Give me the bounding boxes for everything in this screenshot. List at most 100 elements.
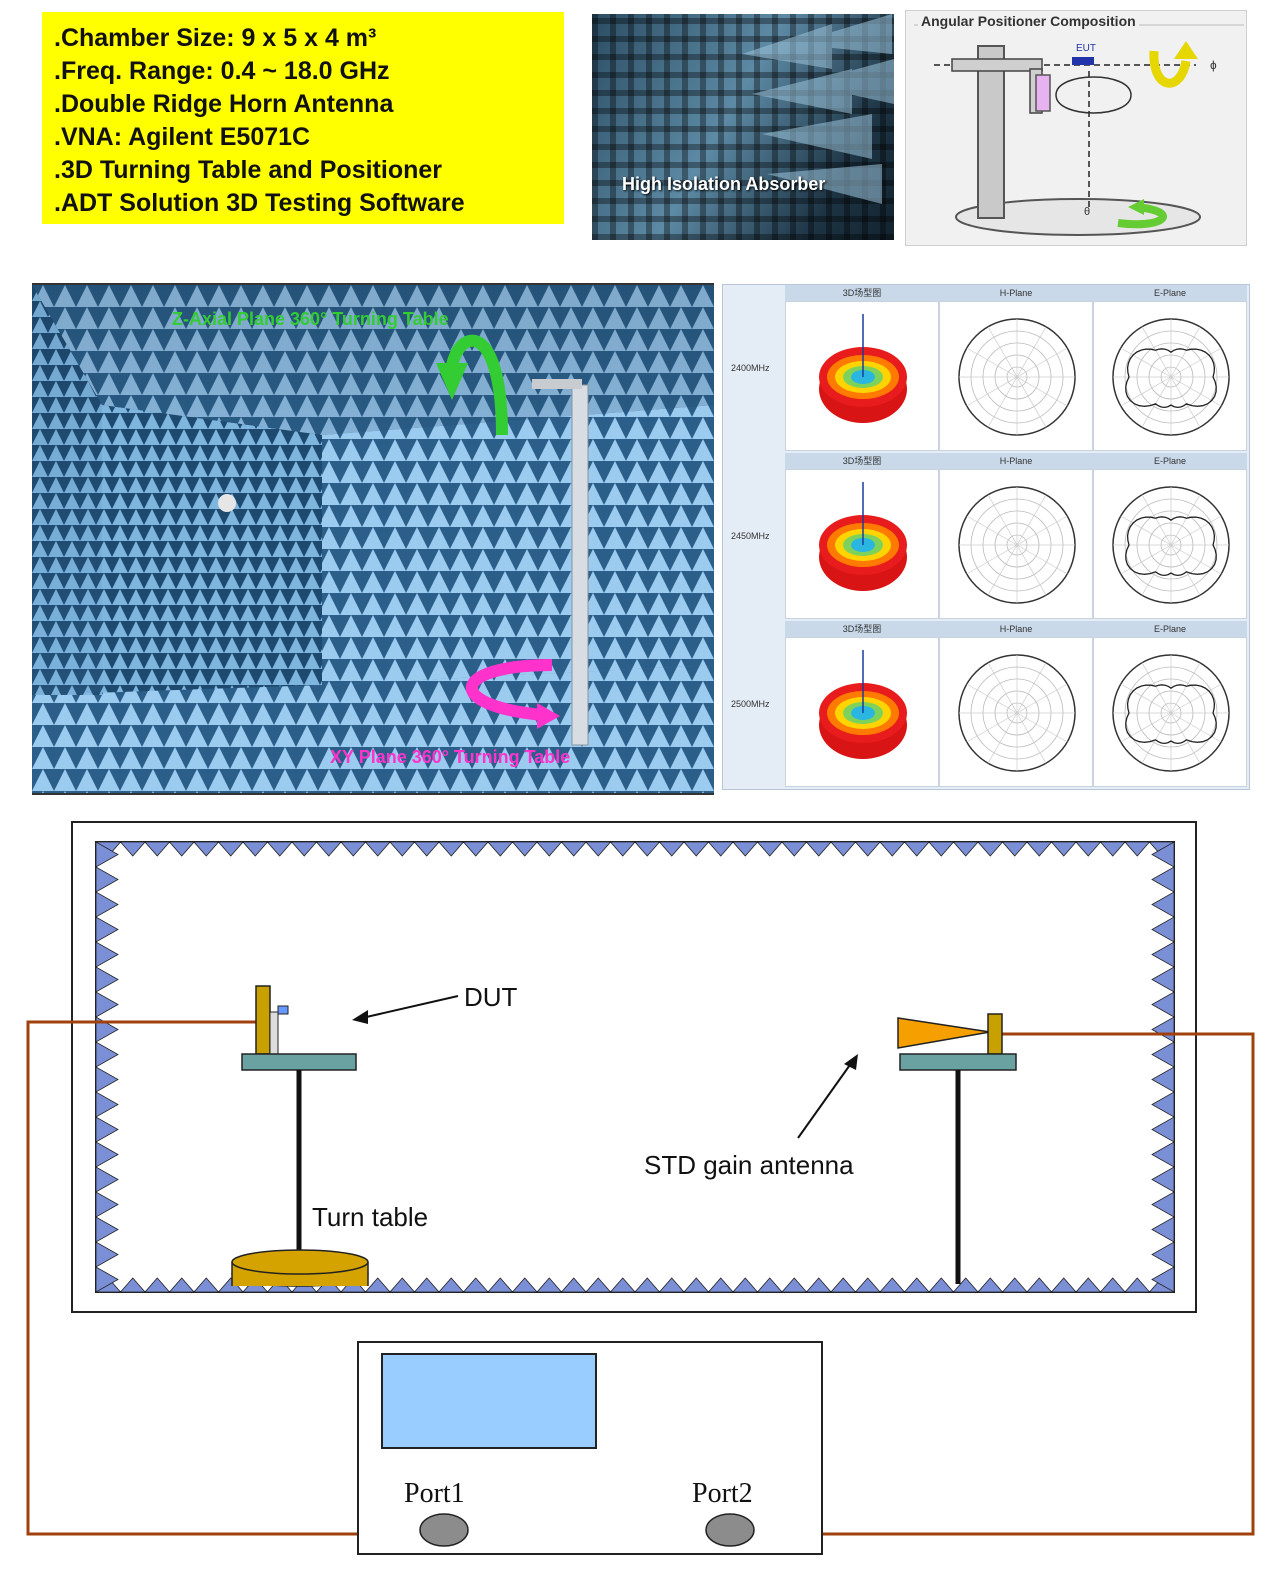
absorber-top bbox=[781, 841, 808, 857]
positioner-panel: EUT ɸ θ Angular Positioner Composition bbox=[905, 10, 1247, 246]
pattern-header: E-Plane bbox=[1093, 453, 1247, 469]
absorber-bottom bbox=[781, 1277, 808, 1293]
absorber-top bbox=[903, 841, 930, 857]
absorber-bottom bbox=[707, 1277, 734, 1293]
absorber-top bbox=[952, 841, 979, 857]
absorber-bottom bbox=[756, 1277, 783, 1293]
absorber-left bbox=[95, 1066, 119, 1093]
port1-connector bbox=[419, 1513, 469, 1547]
absorber-bottom bbox=[732, 1277, 759, 1293]
absorber-bottom bbox=[805, 1277, 832, 1293]
chamber-drawing: Z-Axial Plane 360° Turning Table XY Plan… bbox=[32, 285, 714, 793]
spec-line: .Freq. Range: 0.4 ~ 18.0 GHz bbox=[54, 57, 390, 85]
absorber-right bbox=[1151, 866, 1175, 893]
dut-device bbox=[277, 1005, 289, 1015]
z-axis-arrow bbox=[436, 363, 468, 400]
absorber-bottom bbox=[1075, 1277, 1102, 1293]
eut-block bbox=[1072, 57, 1094, 65]
absorber-right bbox=[1151, 916, 1175, 943]
absorber-top bbox=[1124, 841, 1151, 857]
pattern-header: H-Plane bbox=[939, 621, 1093, 637]
pattern-header: E-Plane bbox=[1093, 621, 1247, 637]
cable-port1 bbox=[26, 1020, 420, 1536]
absorber-right bbox=[1151, 1166, 1175, 1193]
absorber-top bbox=[438, 841, 465, 857]
positioner-title: Angular Positioner Composition bbox=[918, 13, 1139, 29]
pattern-e-plane-plot bbox=[1093, 469, 1247, 619]
absorber-left bbox=[95, 841, 119, 868]
absorber-left bbox=[95, 1216, 119, 1243]
absorber-top bbox=[144, 841, 171, 857]
theta-symbol: θ bbox=[1084, 206, 1090, 218]
absorber-top bbox=[1001, 841, 1028, 857]
absorber-right bbox=[1151, 966, 1175, 993]
pattern-header: 3D场型图 bbox=[785, 621, 939, 637]
frequency-label: 2400MHz bbox=[731, 363, 770, 373]
absorber-top bbox=[977, 841, 1004, 857]
absorber-left bbox=[95, 891, 119, 918]
absorber-bottom bbox=[1001, 1277, 1028, 1293]
z-axis-label: Z-Axial Plane 360° Turning Table bbox=[172, 309, 449, 329]
pattern-header: H-Plane bbox=[939, 453, 1093, 469]
dut-platform bbox=[241, 1053, 357, 1071]
std-antenna-label: STD gain antenna bbox=[644, 1150, 854, 1180]
absorber-cones bbox=[742, 14, 894, 204]
absorber-right bbox=[1151, 891, 1175, 918]
absorber-right bbox=[1151, 1216, 1175, 1243]
absorber-left bbox=[95, 1191, 119, 1218]
absorber-bottom bbox=[1026, 1277, 1053, 1293]
absorber-bottom bbox=[144, 1277, 171, 1293]
port1-label: Port1 bbox=[404, 1478, 465, 1509]
absorber-bottom bbox=[1050, 1277, 1077, 1293]
absorber-right bbox=[1151, 1091, 1175, 1118]
absorber-left bbox=[95, 991, 119, 1018]
absorber-bottom bbox=[168, 1277, 195, 1293]
absorber-bottom bbox=[364, 1277, 391, 1293]
absorber-top bbox=[536, 841, 563, 857]
absorber-right bbox=[1151, 1016, 1175, 1043]
absorber-top bbox=[168, 841, 195, 857]
absorber-bottom bbox=[952, 1277, 979, 1293]
absorber-top bbox=[266, 841, 293, 857]
absorber-bottom bbox=[511, 1277, 538, 1293]
antenna-platform bbox=[899, 1053, 1017, 1071]
absorber-bottom bbox=[609, 1277, 636, 1293]
absorber-top bbox=[389, 841, 416, 857]
absorber-top bbox=[658, 841, 685, 857]
absorber-top bbox=[217, 841, 244, 857]
setup-drawing bbox=[26, 821, 1255, 1555]
absorber-top bbox=[732, 841, 759, 857]
absorber-bottom bbox=[1099, 1277, 1126, 1293]
std-pointer bbox=[844, 1054, 858, 1070]
absorber-left bbox=[95, 1166, 119, 1193]
absorber-bottom bbox=[879, 1277, 906, 1293]
absorber-bottom bbox=[462, 1277, 489, 1293]
absorber-bottom bbox=[903, 1277, 930, 1293]
pattern-header: 3D场型图 bbox=[785, 285, 939, 301]
spec-line: .ADT Solution 3D Testing Software bbox=[54, 189, 465, 217]
absorber-label: High Isolation Absorber bbox=[622, 174, 826, 194]
positioner-tower bbox=[977, 45, 1005, 219]
absorber-bottom bbox=[536, 1277, 563, 1293]
absorber-right bbox=[1151, 1066, 1175, 1093]
absorber-bottom bbox=[119, 1277, 146, 1293]
absorber-top bbox=[119, 841, 146, 857]
pattern-header: E-Plane bbox=[1093, 285, 1247, 301]
absorber-top bbox=[487, 841, 514, 857]
absorber-right bbox=[1151, 991, 1175, 1018]
xy-plane-label: XY Plane 360° Turning Table bbox=[330, 747, 570, 767]
absorber-bottom bbox=[438, 1277, 465, 1293]
absorber-left bbox=[95, 1041, 119, 1068]
absorber-top bbox=[1026, 841, 1053, 857]
absorber-right bbox=[1151, 841, 1175, 868]
horn-antenna bbox=[897, 1017, 991, 1049]
absorber-top bbox=[193, 841, 220, 857]
absorber-top bbox=[315, 841, 342, 857]
positioner-drawing: EUT ɸ θ bbox=[914, 24, 1244, 236]
absorber-bottom bbox=[683, 1277, 710, 1293]
absorber-photo: High Isolation Absorber bbox=[592, 14, 894, 240]
absorber-top bbox=[340, 841, 367, 857]
absorber-top bbox=[756, 841, 783, 857]
theta-arrow bbox=[1128, 199, 1144, 215]
